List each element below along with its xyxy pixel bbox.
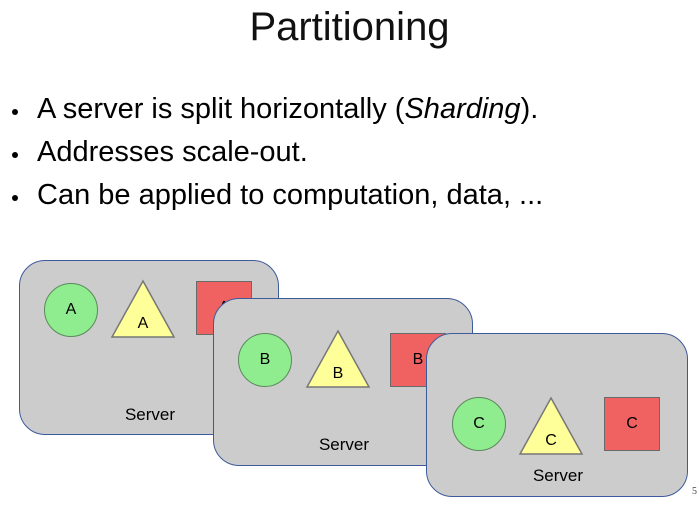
triangle-icon xyxy=(110,279,176,338)
server-label: Server xyxy=(124,405,176,424)
circle-shape: B xyxy=(238,333,292,387)
triangle-icon xyxy=(305,329,371,388)
circle-shape: A xyxy=(44,283,98,337)
bullet-dot-icon xyxy=(12,109,18,115)
server-label: Server xyxy=(532,466,584,485)
bullet-text: Can be applied to computation, data, ... xyxy=(37,179,544,211)
bullet-item: Addresses scale-out. xyxy=(12,131,543,174)
bullet-dot-icon xyxy=(12,195,18,201)
triangle-shape: C xyxy=(518,396,584,456)
bullet-item: Can be applied to computation, data, ... xyxy=(12,174,543,217)
triangle-label: B xyxy=(332,365,344,382)
bullet-text: Addresses scale-out. xyxy=(37,136,308,168)
circle-shape: C xyxy=(452,397,506,451)
bullet-emphasis: Sharding xyxy=(404,93,521,125)
page-number: 5 xyxy=(692,486,697,497)
bullet-item: A server is split horizontally (Sharding… xyxy=(12,88,543,131)
triangle-label: A xyxy=(137,315,149,332)
triangle-label: C xyxy=(545,432,557,449)
triangle-icon xyxy=(518,396,584,455)
bullet-list: A server is split horizontally (Sharding… xyxy=(12,88,543,217)
server-label: Server xyxy=(318,435,370,454)
server-box-c: C C C Server xyxy=(426,333,688,497)
slide-title: Partitioning xyxy=(249,5,450,49)
bullet-text: A server is split horizontally ( xyxy=(37,93,405,125)
square-shape: C xyxy=(604,397,660,451)
triangle-shape: A xyxy=(110,279,176,339)
triangle-shape: B xyxy=(305,329,371,389)
bullet-dot-icon xyxy=(12,152,18,158)
bullet-text-suffix: ). xyxy=(520,93,539,125)
